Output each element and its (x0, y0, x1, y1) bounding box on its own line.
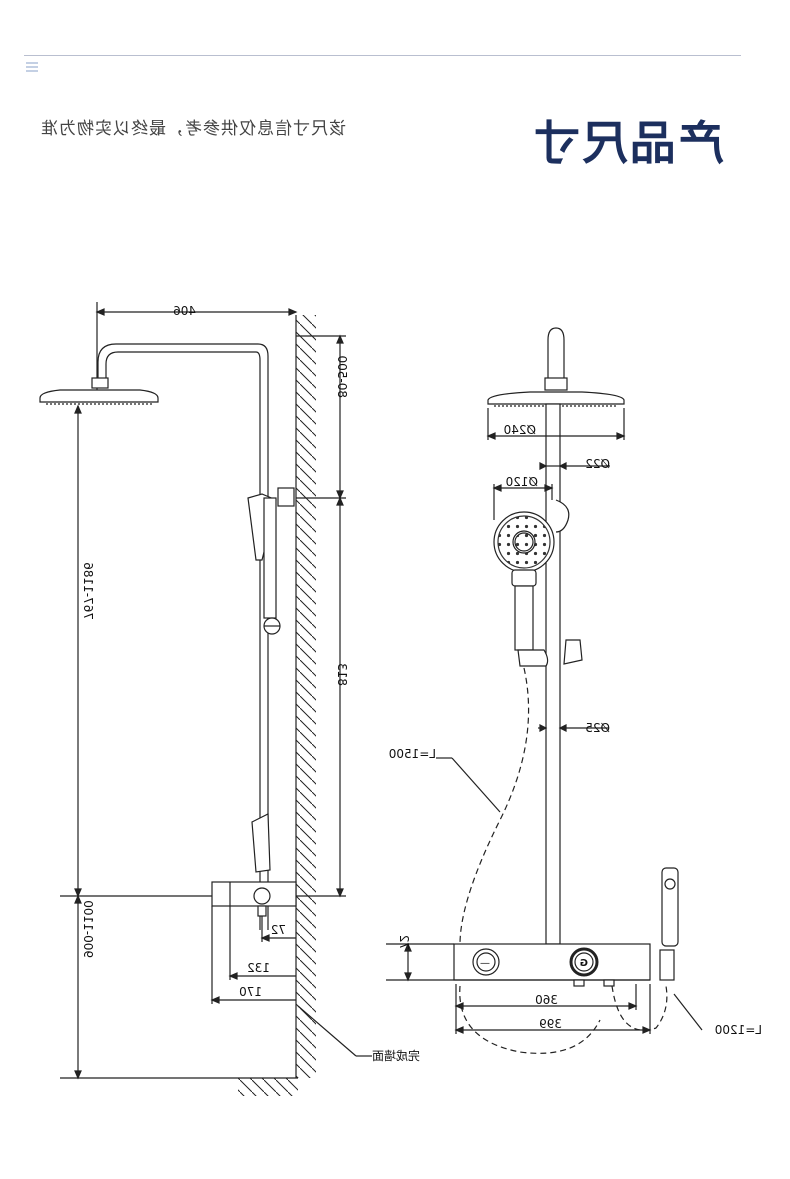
knob-right-symbol: G (580, 958, 588, 969)
dim-d22: Ø22 (585, 457, 610, 471)
head-connector (544, 377, 568, 391)
handheld-handle (514, 585, 534, 651)
arm-connector (91, 377, 109, 389)
knob-left-symbol: — (480, 958, 490, 969)
dim-80-500: 80-500 (335, 355, 349, 398)
shower-arm-inner (105, 351, 261, 930)
dim-900-1100: 900-1100 (81, 900, 95, 958)
shower-arm (97, 343, 269, 930)
dim-d25: Ø25 (585, 721, 610, 735)
dim-d240: Ø240 (504, 423, 536, 437)
sliding-bar (545, 403, 561, 945)
menu-icon (26, 62, 38, 72)
front-shower-head (487, 391, 625, 405)
header-rule (24, 55, 741, 56)
dim-813: 813 (335, 663, 349, 686)
dim-l1500: L=1500 (389, 747, 436, 761)
dim-767-1186: 767-1186 (81, 562, 95, 620)
floor-hatch (238, 1078, 298, 1096)
wall-hatch (296, 315, 316, 1078)
side-handheld-handle (263, 497, 277, 619)
dim-406: 406 (173, 304, 196, 318)
dim-132: 132 (247, 961, 270, 975)
top-pipe (547, 327, 565, 378)
dim-d120: Ø120 (506, 475, 538, 489)
side-view (39, 302, 372, 1096)
side-shower-head (39, 389, 159, 403)
dim-360: 360 (535, 993, 558, 1007)
dim-72-side: 72 (271, 923, 286, 937)
hose-upper (459, 667, 530, 981)
dim-l1200: L=1200 (715, 1023, 762, 1037)
hose-lower-right (611, 985, 668, 1031)
slider-holder (517, 649, 549, 667)
dim-399: 399 (539, 1017, 562, 1031)
front-view (386, 327, 703, 1054)
dim-72-front: 72 (397, 935, 411, 950)
dim-170: 170 (239, 985, 262, 999)
hose-lower-left (459, 985, 601, 1054)
wall-label: 完成墙面 (372, 1048, 420, 1063)
wall-bracket (277, 487, 295, 507)
side-handset (251, 813, 271, 873)
